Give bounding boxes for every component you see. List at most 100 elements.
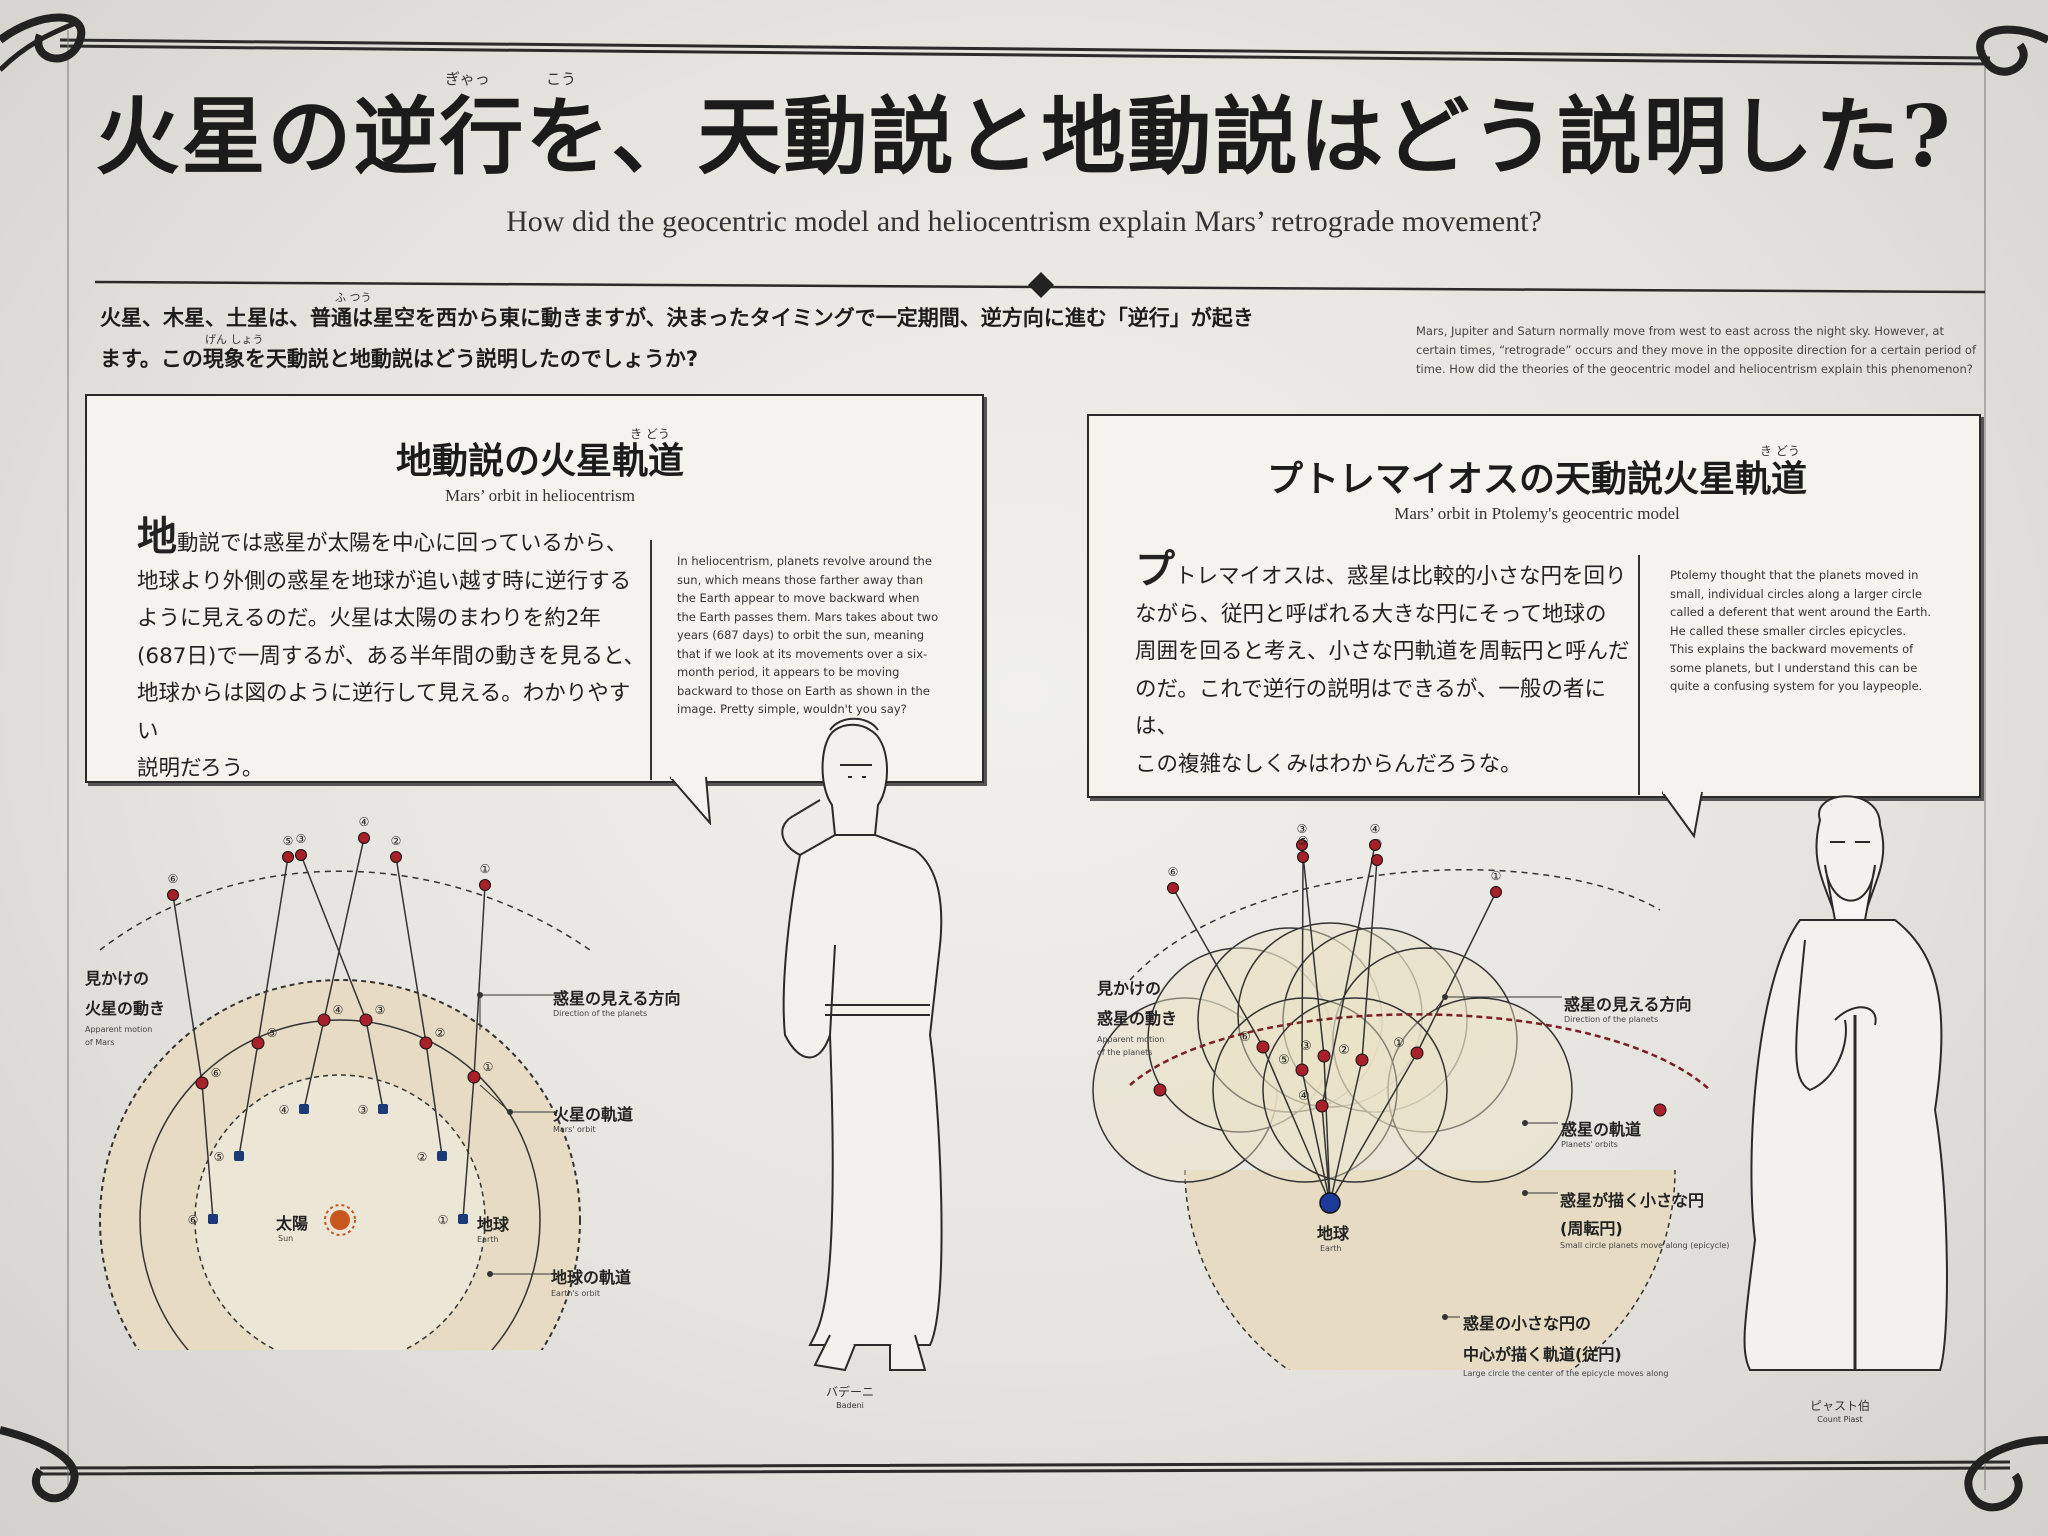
geo-sky-mark: [1369, 839, 1381, 851]
helio-mars-orbit-label: 火星の軌道: [553, 1105, 634, 1124]
helio-earth-orbit-en: Earth's orbit: [551, 1289, 600, 1298]
geo-sky-mark: [1490, 886, 1502, 898]
geo-sky-number: ④: [1370, 822, 1381, 836]
geo-dropcap: プ: [1135, 547, 1175, 593]
helio-mars-mark: [359, 1013, 373, 1027]
intro-text-en: Mars, Jupiter and Saturn normally move f…: [1416, 324, 1976, 376]
geo-speech-tail: [1662, 790, 1703, 839]
geo-planet-mark: [1256, 1040, 1270, 1054]
helio-apparent-label-2: 火星の動き: [85, 999, 166, 1018]
helio-earth-number: ③: [358, 1103, 369, 1117]
geo-line-2: ながら、従円と呼ばれる大きな円にそって地球の: [1135, 601, 1607, 627]
page-title: 火星の逆行を、天動説と地動説はどう説明した?: [95, 87, 1953, 186]
badeni-name: バデーニ: [825, 1385, 874, 1399]
geo-position-markers: ①①②②③③④④⑤⑤⑥⑥: [1153, 822, 1667, 1117]
helio-earth-mark: [208, 1214, 218, 1224]
helio-sky-number: ①: [480, 862, 491, 876]
intro-ruby-gensho: げん しょう: [205, 333, 264, 346]
helio-sky-mark: [358, 832, 370, 844]
geo-speech-box: [1087, 414, 1981, 798]
helio-sight-line: [300, 854, 367, 1021]
geo-deferent-label-1: 惑星の小さな円の: [1463, 1314, 1592, 1333]
helio-sun: [330, 1210, 350, 1230]
page-subtitle: How did the geocentric model and helioce…: [506, 205, 1542, 238]
geo-sight-line: [1321, 1105, 1331, 1204]
helio-line-5: 地球からは図のように逆行して見える。わかりやすい: [137, 681, 631, 744]
title-ruby-ko: こう: [546, 70, 577, 88]
helio-line-3: ように見えるのだ。火星は太陽のまわりを約2年: [137, 606, 601, 631]
geo-title-ruby: き どう: [1760, 444, 1800, 458]
helio-mars-number: ④: [333, 1003, 344, 1017]
helio-sky-mark: [479, 879, 491, 891]
helio-sight-line: [365, 1019, 384, 1110]
helio-speech-tail: [670, 775, 712, 825]
helio-line-2: 地球より外側の惑星を地球が追い越す時に逆行する: [137, 568, 632, 594]
helio-leader-lines: [477, 992, 555, 1277]
helio-earth-number: ②: [417, 1150, 428, 1164]
helio-mars-orbit-en: Mars' orbit: [553, 1125, 596, 1134]
geo-planet-mark: [1315, 1099, 1329, 1113]
geo-line-5: この複雑なしくみはわからんだろうな。: [1135, 751, 1522, 777]
geo-epicycle-label-1: 惑星が描く小さな円: [1560, 1191, 1705, 1210]
geo-apparent-path: [1129, 869, 1661, 981]
geo-planet-number: ③: [1300, 1039, 1312, 1054]
helio-mars-mark: [251, 1036, 265, 1050]
helio-sky-number: ⑥: [168, 872, 179, 886]
helio-earth-number: ⑥: [188, 1213, 199, 1227]
helio-line-4: (687日)で一周するが、ある半年間の動きを見ると、: [137, 643, 646, 669]
helio-apparent-path: [99, 870, 591, 951]
geo-apparent-label-2: 惑星の動き: [1097, 1009, 1178, 1028]
geo-orbit-en: Planets' orbits: [1561, 1140, 1618, 1149]
geo-line-1: トレマイオスは、惑星は比較的小さな円を回り: [1175, 564, 1627, 589]
geo-sight-line: [1262, 1046, 1331, 1204]
helio-direction-en: Direction of the planets: [553, 1009, 648, 1018]
piast-name: ピャスト伯: [1809, 1399, 1870, 1413]
geo-apparent-en-1: Apparent motion: [1097, 1035, 1165, 1044]
geo-earth: [1319, 1192, 1341, 1214]
geo-sight-lines: [1172, 844, 1497, 1204]
geo-sky-mark: [1371, 854, 1383, 866]
geo-sky-number: ⑤: [1298, 834, 1309, 848]
geo-earth-label: 地球: [1317, 1224, 1350, 1243]
geo-sight-line: [1329, 1052, 1418, 1204]
geo-planet-mark: [1410, 1046, 1424, 1060]
helio-apparent-en-1: Apparent motion: [85, 1025, 153, 1034]
helio-title: 地動説の火星軌道: [395, 440, 684, 482]
geo-sky-mark: [1297, 851, 1309, 863]
helio-sky-mark: [282, 851, 294, 863]
helio-text-en: In heliocentrism, planets revolve around…: [677, 554, 939, 716]
helio-sight-line: [303, 1019, 325, 1110]
helio-apparent-label-1: 見かけの: [85, 969, 150, 988]
badeni-illustration: [781, 717, 943, 1372]
geo-sight-line: [1301, 856, 1304, 1071]
helio-earth-mark: [378, 1104, 388, 1114]
geo-planet-orbit: [1129, 1013, 1710, 1091]
helio-mars-number: ⑤: [267, 1026, 278, 1040]
geo-sky-number: ①: [1491, 869, 1502, 883]
helio-sun-rays: [324, 1204, 356, 1236]
helio-line-1: 動説では惑星が太陽を中心に回っているから、: [177, 531, 628, 556]
helio-sky-number: ④: [359, 815, 370, 829]
helio-earth-number: ⑤: [214, 1150, 225, 1164]
geo-planet-mark: [1317, 1049, 1331, 1063]
geo-line-4: のだ。これで逆行の説明はできるが、一般の者には、: [1135, 676, 1606, 740]
geo-sight-line: [1321, 844, 1376, 1107]
helio-direction-label: 惑星の見える方向: [553, 989, 681, 1008]
geo-epicycle-en: Small circle planets move along (epicycl…: [1560, 1241, 1730, 1250]
helio-earth-mark: [234, 1151, 244, 1161]
helio-earth-mark: [437, 1151, 447, 1161]
helio-mars-number: ②: [435, 1026, 446, 1040]
geo-diagram: ①①②②③③④④⑤⑤⑥⑥: [1092, 822, 1710, 1370]
helio-dropcap: 地: [137, 514, 177, 560]
geo-sky-number: ③: [1297, 822, 1308, 836]
helio-sight-line: [473, 884, 486, 1078]
geo-orbit-mark: [1653, 1103, 1667, 1117]
geo-sight-line: [1416, 891, 1497, 1054]
helio-sight-line: [323, 837, 365, 1021]
helio-sight-line: [395, 856, 427, 1044]
geo-title: プトレマイオスの天動説火星軌道: [1266, 458, 1807, 500]
helio-sight-line: [238, 1042, 259, 1157]
helio-divider: [650, 540, 652, 780]
